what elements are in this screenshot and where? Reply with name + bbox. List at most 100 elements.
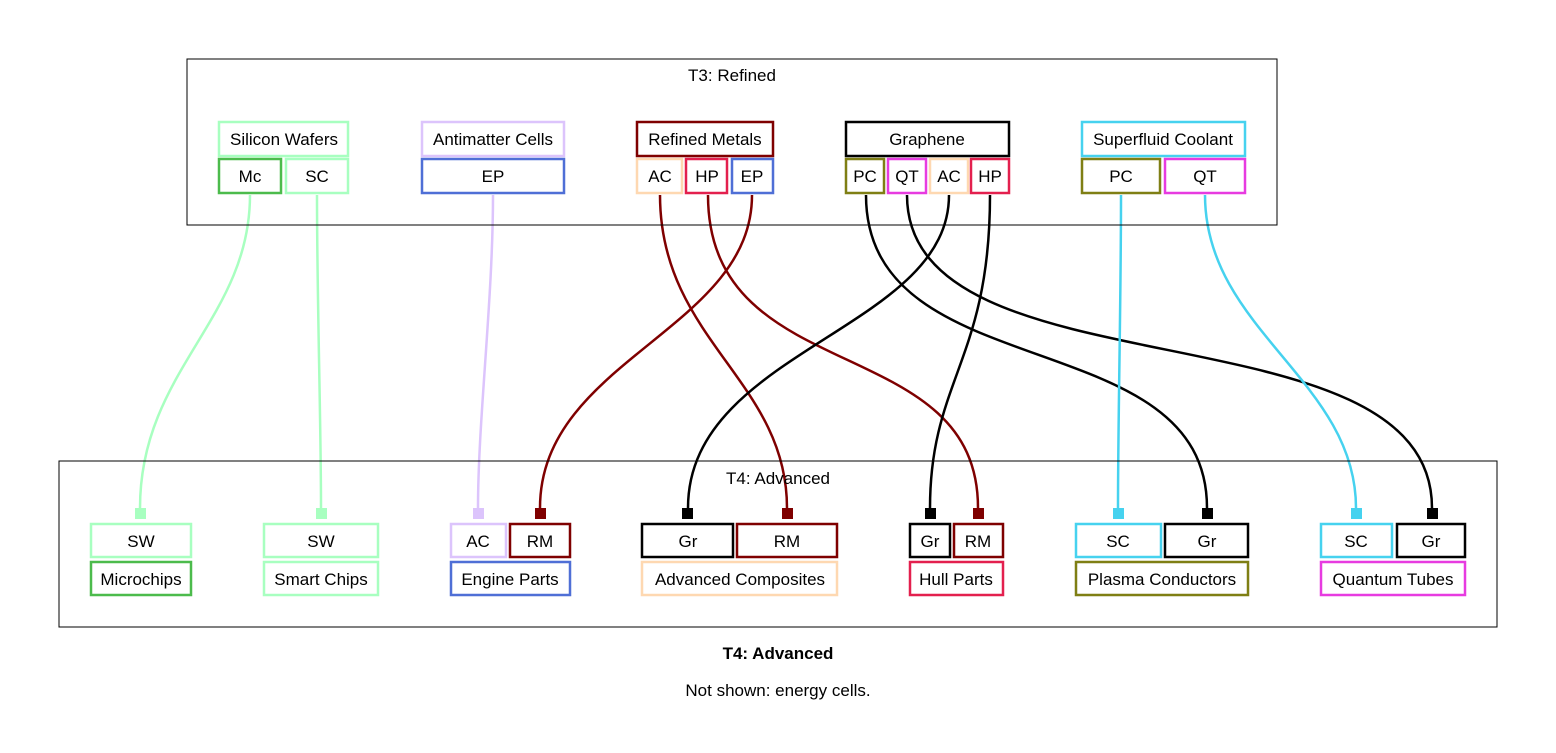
port-box [928, 157, 970, 195]
node-title: Engine Parts [461, 570, 558, 589]
node-graphene[interactable]: Graphene PC QT AC HP [844, 120, 1011, 195]
edge-head [925, 508, 936, 519]
port-box [640, 522, 735, 559]
node-header [1080, 120, 1247, 158]
edge-head [1351, 508, 1362, 519]
edge-head [973, 508, 984, 519]
port-box [969, 157, 1011, 195]
port-label: QT [895, 167, 919, 186]
node-footer [908, 560, 1005, 597]
port-label: EP [482, 167, 505, 186]
port-label: EP [741, 167, 764, 186]
port-box [886, 157, 928, 195]
node-header [844, 120, 1011, 158]
port-box [420, 157, 566, 195]
node-microchips[interactable]: SW Microchips [89, 522, 193, 597]
node-silicon-wafers[interactable]: Silicon Wafers Mc SC [217, 120, 350, 195]
diagram-title: T4: Advanced [723, 644, 834, 663]
edge-heads [135, 508, 1438, 519]
node-header [217, 120, 350, 158]
port-label: RM [527, 532, 553, 551]
port-box [217, 157, 283, 195]
port-box [730, 157, 775, 195]
edge-graphene-to-hull-parts [928, 194, 992, 509]
edge-silicon-wafers-to-smart-chips [315, 194, 323, 509]
port-box [844, 157, 886, 195]
node-title: Hull Parts [919, 570, 993, 589]
edge-superfluid-coolant-to-plasma-conductors [1116, 194, 1123, 509]
cluster-t3-frame [186, 58, 1278, 226]
node-refined-metals[interactable]: Refined Metals AC HP EP [635, 120, 775, 195]
edge-head [1427, 508, 1438, 519]
port-box [508, 522, 572, 559]
node-advanced-composites[interactable]: Gr RM Advanced Composites [640, 522, 839, 597]
node-title: Silicon Wafers [230, 130, 338, 149]
port-label: QT [1193, 167, 1217, 186]
port-label: SW [127, 532, 154, 551]
node-title: Superfluid Coolant [1093, 130, 1233, 149]
port-label: RM [774, 532, 800, 551]
edge-head [535, 508, 546, 519]
port-label: Gr [679, 532, 698, 551]
node-title: Antimatter Cells [433, 130, 553, 149]
node-smart-chips[interactable]: SW Smart Chips [262, 522, 380, 597]
node-title: Smart Chips [274, 570, 368, 589]
edge-refined-metals-to-engine-parts [538, 194, 754, 509]
node-title: Advanced Composites [655, 570, 825, 589]
port-label: Gr [1422, 532, 1441, 551]
port-box [735, 522, 839, 559]
edge-head [782, 508, 793, 519]
port-box [1080, 157, 1162, 195]
node-footer [449, 560, 572, 597]
port-label: SC [305, 167, 329, 186]
node-footer [1319, 560, 1467, 597]
port-label: PC [853, 167, 877, 186]
node-title: Graphene [889, 130, 965, 149]
edge-head [682, 508, 693, 519]
diagram-note: Not shown: energy cells. [685, 681, 870, 700]
node-plasma-conductors[interactable]: SC Gr Plasma Conductors [1074, 522, 1250, 597]
node-header [635, 120, 775, 158]
port-box [1163, 522, 1250, 559]
port-box [1163, 157, 1247, 195]
node-title: Plasma Conductors [1088, 570, 1236, 589]
edge-graphene-to-plasma-conductors [864, 194, 1209, 509]
edge-head [473, 508, 484, 519]
node-header [420, 120, 566, 158]
edge-refined-metals-to-hull-parts [706, 194, 980, 509]
cluster-t3: T3: Refined Silicon Wafers Mc SC Antimat… [186, 58, 1278, 226]
node-title: Refined Metals [648, 130, 761, 149]
port-box [89, 522, 193, 559]
port-box [262, 522, 380, 559]
node-footer [89, 560, 193, 597]
port-box [1074, 522, 1163, 559]
port-label: Mc [239, 167, 262, 186]
cluster-t4: T4: Advanced SW Microchips SW Smart Chip… [58, 460, 1498, 628]
node-title: Quantum Tubes [1333, 570, 1454, 589]
node-superfluid-coolant[interactable]: Superfluid Coolant PC QT [1080, 120, 1247, 195]
cluster-t4-frame [58, 460, 1498, 628]
edge-superfluid-coolant-to-quantum-tubes [1203, 194, 1358, 509]
port-label: HP [978, 167, 1002, 186]
port-label: PC [1109, 167, 1133, 186]
port-box [284, 157, 350, 195]
edge-head [1202, 508, 1213, 519]
port-box [1395, 522, 1467, 559]
port-label: Gr [1198, 532, 1217, 551]
port-box [952, 522, 1005, 559]
node-antimatter-cells[interactable]: Antimatter Cells EP [420, 120, 566, 195]
node-footer [640, 560, 839, 597]
edge-antimatter-cells-to-engine-parts [476, 194, 495, 509]
edge-silicon-wafers-to-microchips [138, 194, 252, 509]
node-footer [1074, 560, 1250, 597]
edge-head [1113, 508, 1124, 519]
edge-head [316, 508, 327, 519]
node-hull-parts[interactable]: Gr RM Hull Parts [908, 522, 1005, 597]
node-engine-parts[interactable]: AC RM Engine Parts [449, 522, 572, 597]
port-label: AC [937, 167, 961, 186]
port-box [635, 157, 684, 195]
port-label: SC [1106, 532, 1130, 551]
node-title: Microchips [100, 570, 181, 589]
node-quantum-tubes[interactable]: SC Gr Quantum Tubes [1319, 522, 1467, 597]
port-box [684, 157, 729, 195]
